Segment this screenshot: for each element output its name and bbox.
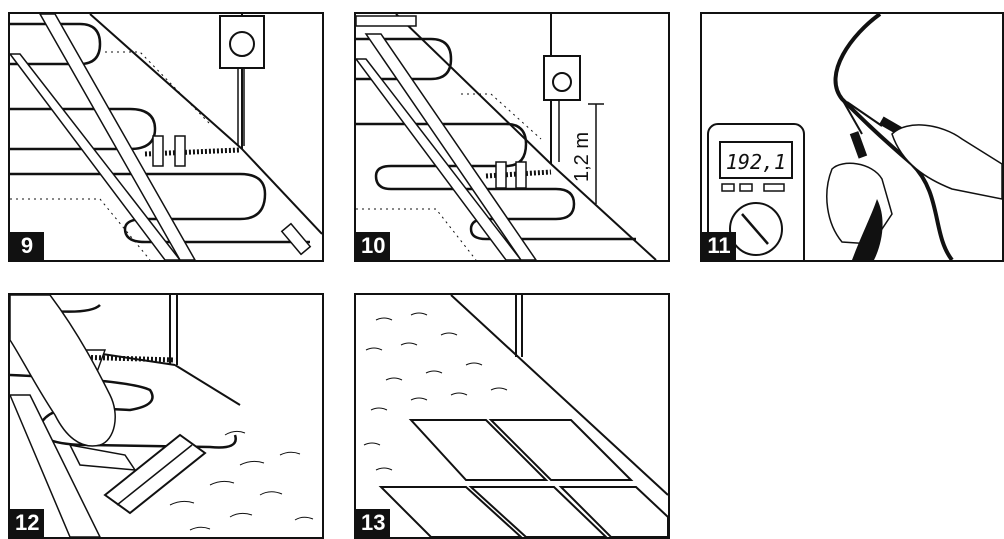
step-9-panel: 9 xyxy=(8,12,324,262)
step-13-illustration xyxy=(356,295,668,537)
height-label: 1,2 m xyxy=(571,132,593,182)
step-9-illustration xyxy=(10,14,322,260)
floor-tiles xyxy=(381,420,668,537)
step-13-panel: 13 xyxy=(354,293,670,539)
step-number: 9 xyxy=(10,232,44,260)
hand xyxy=(827,163,892,244)
hand xyxy=(892,125,1002,199)
step-11-illustration: 192,1 xyxy=(702,14,1002,260)
step-number: 11 xyxy=(702,232,736,260)
step-10-panel: 1,2 m 10 xyxy=(354,12,670,262)
step-12-illustration xyxy=(10,295,322,537)
tape-strip xyxy=(356,59,521,260)
step-11-panel: 192,1 11 xyxy=(700,12,1004,262)
step-number: 13 xyxy=(356,509,390,537)
step-number: 12 xyxy=(10,509,44,537)
meter-reading: 192,1 xyxy=(726,150,786,174)
tape-strip xyxy=(40,14,195,260)
step-12-panel: 12 xyxy=(8,293,324,539)
step-10-illustration: 1,2 m xyxy=(356,14,668,260)
step-number: 10 xyxy=(356,232,390,260)
